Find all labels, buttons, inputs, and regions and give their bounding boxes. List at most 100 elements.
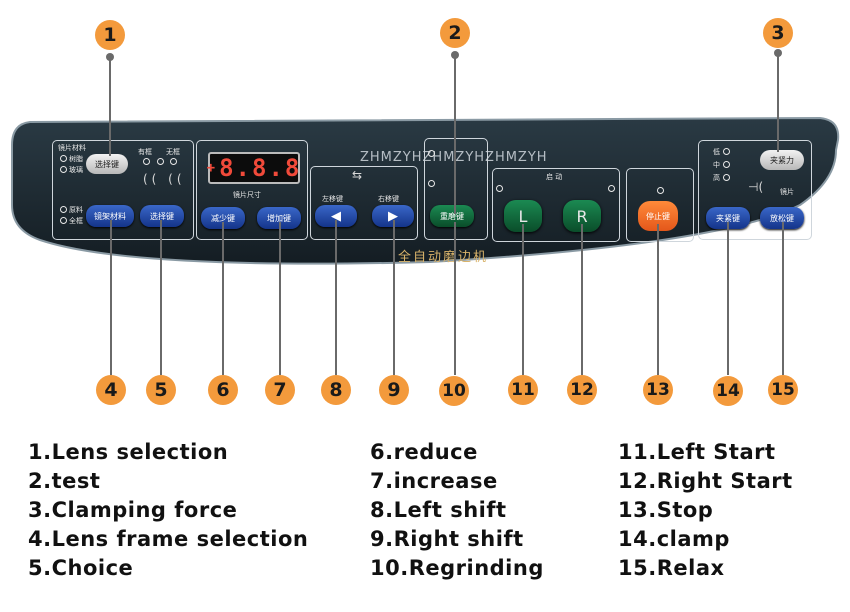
regrind-section — [424, 138, 488, 240]
leader-14 — [727, 222, 729, 375]
leader-10 — [454, 222, 456, 375]
legend-column-1: 1.Lens selection 2.test 3.Clamping force… — [28, 438, 308, 583]
choice-button[interactable]: 选择键 — [140, 205, 184, 227]
start-led-left — [496, 185, 503, 192]
callout-6: 6 — [208, 375, 238, 405]
lens-size-label: 镜片尺寸 — [233, 191, 261, 199]
leader-15 — [782, 222, 784, 375]
frame-material-button[interactable]: 镜架材料 — [86, 205, 134, 227]
callout-11: 11 — [508, 375, 538, 405]
frame-shape-icons: (( (( — [143, 172, 186, 186]
legend-item: 12.Right Start — [618, 469, 793, 493]
clamp-low-label: 低 — [713, 148, 720, 156]
legend-item: 4.Lens frame selection — [28, 527, 309, 551]
lens-material-label: 镜片材料 — [58, 144, 86, 152]
glass-led — [60, 166, 67, 173]
leader-4 — [110, 220, 112, 375]
legend-item: 5.Choice — [28, 556, 134, 580]
leader-13 — [657, 224, 659, 375]
leader-9 — [393, 220, 395, 375]
clamp-section — [698, 140, 812, 240]
full-frame-led — [60, 217, 67, 224]
leader-8 — [335, 220, 337, 375]
leader-3 — [774, 49, 782, 152]
left-shift-button[interactable]: ◀ — [315, 205, 357, 227]
leader-11 — [522, 224, 524, 375]
clamp-mid-led — [723, 161, 730, 168]
clamp-button[interactable]: 夹紧键 — [706, 207, 750, 229]
increase-button[interactable]: 增加键 — [257, 207, 301, 229]
clamp-mid-label: 中 — [713, 161, 720, 169]
glass-label: 玻璃 — [69, 166, 83, 174]
callout-7: 7 — [265, 375, 295, 405]
leader-12 — [581, 224, 583, 375]
callout-10: 10 — [439, 376, 469, 406]
display-sign: + — [206, 160, 218, 176]
display-digits: 8.8.8 — [219, 154, 302, 182]
legend-item: 13.Stop — [618, 498, 714, 522]
callout-4: 4 — [96, 375, 126, 405]
leader-6 — [222, 222, 224, 375]
legend-item: 8.Left shift — [370, 498, 507, 522]
legend-item: 1.Lens selection — [28, 440, 229, 464]
lens-material-section — [52, 140, 194, 240]
stop-led — [657, 187, 664, 194]
clamp-high-label: 高 — [713, 174, 720, 182]
raw-label: 原料 — [69, 206, 83, 214]
start-section — [492, 168, 620, 242]
lens-size-section — [196, 140, 308, 240]
shift-arrows-icon: ⇆ — [352, 168, 363, 182]
clamp-low-led — [723, 148, 730, 155]
relax-button[interactable]: 放松键 — [760, 207, 804, 229]
callout-13: 13 — [643, 375, 673, 405]
leader-7 — [279, 222, 281, 375]
leader-2 — [451, 51, 459, 214]
legend-item: 6.reduce — [370, 440, 478, 464]
full-frame-label: 全框 — [69, 217, 83, 225]
lens-selection-button[interactable]: 选择键 — [86, 154, 128, 174]
right-shift-label: 右移键 — [378, 195, 399, 203]
clamping-force-button[interactable]: 夹紧力 — [760, 150, 804, 170]
test-led-1 — [428, 150, 435, 157]
legend-item: 10.Regrinding — [370, 556, 544, 580]
callout-14: 14 — [713, 376, 743, 406]
legend-item: 9.Right shift — [370, 527, 524, 551]
resin-led — [60, 155, 67, 162]
frame-led-3 — [170, 158, 177, 165]
raw-led — [60, 206, 67, 213]
clamp-lens-icon: ⊣( — [748, 180, 764, 194]
size-display: + 8.8.8 — [206, 152, 302, 184]
lens-label: 镜片 — [780, 188, 794, 196]
leader-1 — [106, 53, 114, 156]
leader-5 — [160, 220, 162, 375]
callout-5: 5 — [146, 375, 176, 405]
stop-section — [626, 168, 694, 242]
legend-item: 11.Left Start — [618, 440, 776, 464]
left-shift-label: 左移键 — [322, 195, 343, 203]
resin-label: 树脂 — [69, 155, 83, 163]
callout-8: 8 — [321, 375, 351, 405]
frame-led-1 — [143, 158, 150, 165]
start-led-right — [608, 185, 615, 192]
legend-item: 7.increase — [370, 469, 498, 493]
callout-3: 3 — [763, 18, 793, 48]
callout-1: 1 — [95, 20, 125, 50]
legend-item: 3.Clamping force — [28, 498, 238, 522]
callout-9: 9 — [379, 375, 409, 405]
right-shift-button[interactable]: ▶ — [372, 205, 414, 227]
callout-15: 15 — [768, 375, 798, 405]
brand-name: 全自动磨边机 — [398, 250, 489, 265]
reduce-button[interactable]: 减少键 — [201, 207, 245, 229]
rimless-label: 无框 — [166, 148, 180, 156]
callout-12: 12 — [567, 375, 597, 405]
legend-item: 2.test — [28, 469, 101, 493]
test-led-2 — [428, 180, 435, 187]
clamp-high-led — [723, 174, 730, 181]
frame-led-2 — [157, 158, 164, 165]
regrind-button[interactable]: 重磨键 — [430, 205, 474, 227]
legend-item: 14.clamp — [618, 527, 730, 551]
callout-2: 2 — [440, 18, 470, 48]
watermark: ZHMZYHZHMZYHZHMZYH — [360, 150, 548, 165]
legend-item: 15.Relax — [618, 556, 725, 580]
shift-section — [310, 166, 418, 240]
